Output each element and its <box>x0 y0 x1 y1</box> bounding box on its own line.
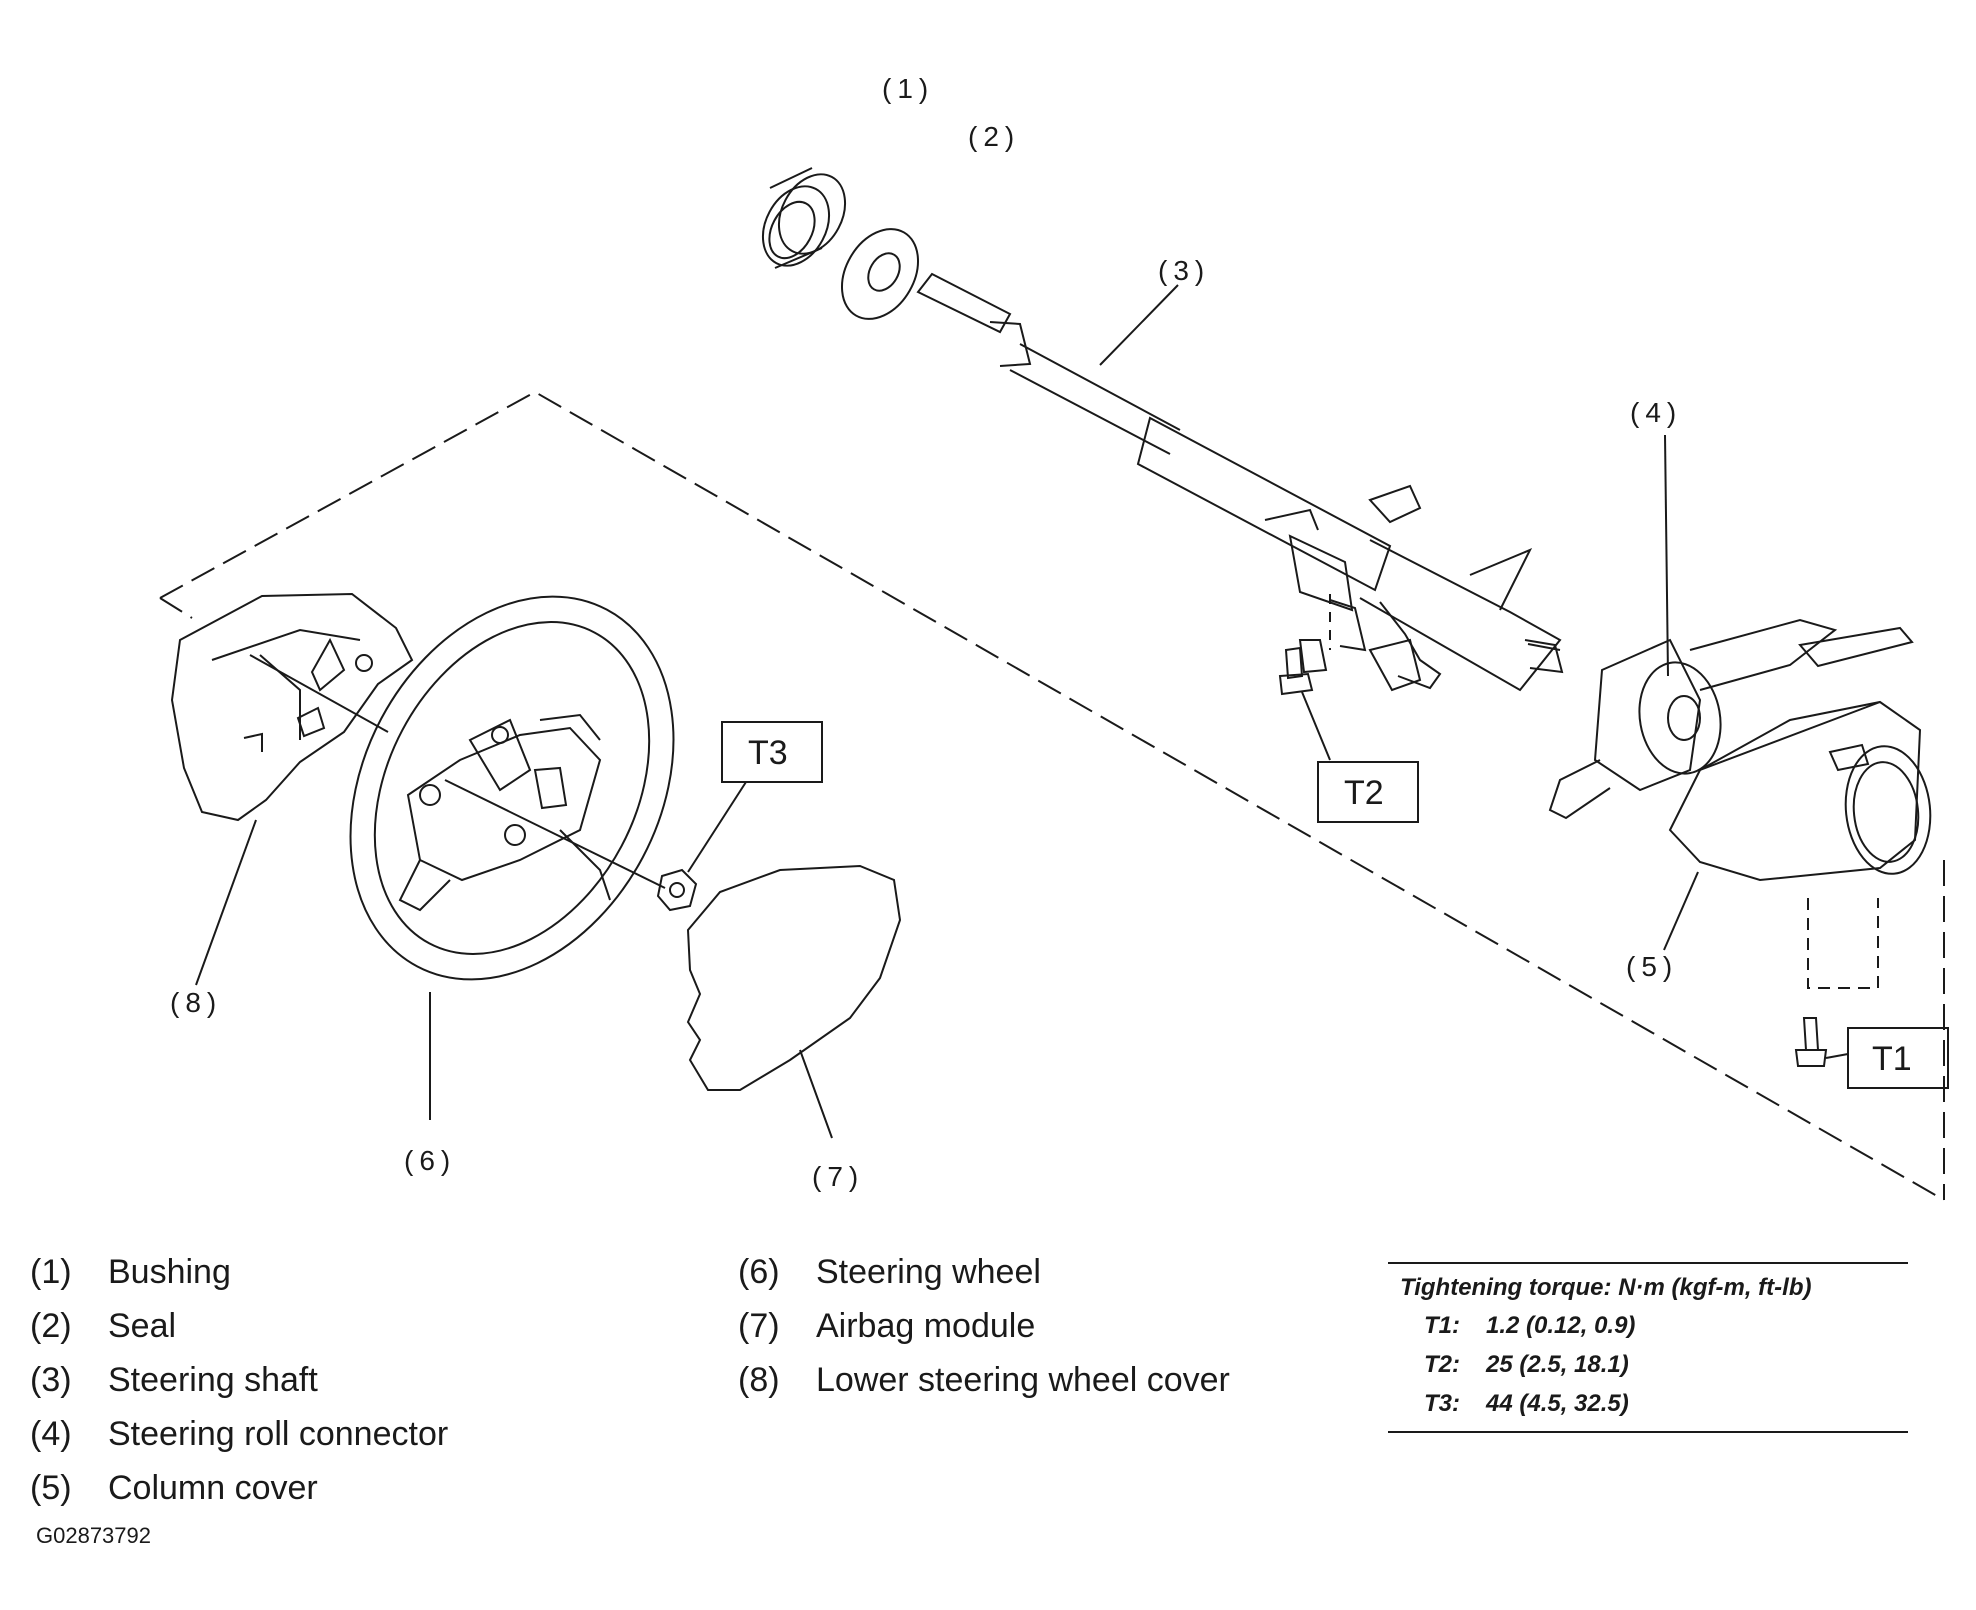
legend-row: (5) Column cover <box>30 1461 448 1515</box>
figure-id: G02873792 <box>36 1523 151 1548</box>
legend-label: Steering roll connector <box>108 1415 449 1453</box>
legend-number: (1) <box>30 1253 72 1291</box>
lower-cover-leader-line <box>195 819 257 986</box>
legend-row: (1) Bushing <box>30 1245 448 1299</box>
callout-3: (3) <box>1158 255 1210 286</box>
roll-connector-leader-line <box>1664 434 1669 677</box>
legend-number: (4) <box>30 1415 72 1453</box>
legend-number: (8) <box>738 1361 780 1399</box>
column-cover-part <box>1668 700 1932 882</box>
callout-1: (1) <box>882 73 934 104</box>
legend-label: Bushing <box>108 1253 231 1291</box>
callout-4: (4) <box>1630 397 1682 428</box>
torque-value: 25 (2.5, 18.1) <box>1486 1351 1629 1378</box>
legend-row: (8) Lower steering wheel cover <box>738 1353 1230 1407</box>
parts-legend-left: (1) Bushing (2) Seal (3) Steering shaft (4)… <box>30 1245 448 1515</box>
torque-row-t2: T2: 25 (2.5, 18.1) <box>1388 1345 1908 1384</box>
t1-box <box>1847 1027 1949 1089</box>
callout-7: (7) <box>812 1161 864 1192</box>
legend-number: (2) <box>30 1307 72 1345</box>
column-cover-dashed-guide <box>1807 898 1879 989</box>
t2-box <box>1317 761 1419 823</box>
legend-number: (6) <box>738 1253 780 1291</box>
callout-2: (2) <box>968 121 1020 152</box>
legend-row: (6) Steering wheel <box>738 1245 1230 1299</box>
t3-label: T3 <box>748 734 788 772</box>
airbag-module-part <box>686 864 902 1091</box>
assembly-dashed-outline <box>159 390 1945 1201</box>
t1-label: T1 <box>1872 1040 1912 1078</box>
legend-number: (3) <box>30 1361 72 1399</box>
torque-row-t1: T1: 1.2 (0.12, 0.9) <box>1388 1306 1908 1345</box>
legend-row: (4) Steering roll connector <box>30 1407 448 1461</box>
callout-8: (8) <box>170 987 222 1018</box>
t3-nut <box>656 868 698 912</box>
torque-value: 1.2 (0.12, 0.9) <box>1486 1312 1636 1339</box>
torque-code: T3: <box>1424 1390 1460 1417</box>
steering-roll-connector-part <box>1548 618 1914 820</box>
legend-number: (5) <box>30 1469 72 1507</box>
legend-label: Steering shaft <box>108 1361 318 1399</box>
tightening-torque-table: Tightening torque: N·m (kgf-m, ft-lb) T1… <box>1388 1262 1908 1433</box>
steering-shaft-part <box>916 272 1564 692</box>
airbag-leader-line <box>799 1049 833 1139</box>
legend-label: Airbag module <box>816 1307 1036 1345</box>
torque-row-t3: T3: 44 (4.5, 32.5) <box>1388 1384 1908 1423</box>
steering-wheel-part <box>349 595 675 981</box>
t1-leader-line <box>1825 1053 1849 1059</box>
seal-part <box>841 228 919 320</box>
callout-6: (6) <box>404 1145 456 1176</box>
t2-bolt <box>1278 646 1314 696</box>
t1-screw <box>1794 1017 1828 1067</box>
legend-label: Steering wheel <box>816 1253 1041 1291</box>
t3-box <box>721 721 823 783</box>
parts-legend-right: (6) Steering wheel (7) Airbag module (8) Lo… <box>738 1245 1230 1407</box>
t3-leader-line <box>687 781 747 873</box>
torque-table-header: Tightening torque: N·m (kgf-m, ft-lb) <box>1400 1274 1812 1301</box>
legend-row: (3) Steering shaft <box>30 1353 448 1407</box>
column-cover-leader-line <box>1663 871 1699 951</box>
bushing-part <box>761 167 847 269</box>
legend-label: Seal <box>108 1307 177 1345</box>
legend-label: Column cover <box>108 1469 318 1507</box>
lower-steering-wheel-cover-part <box>170 592 414 822</box>
torque-code: T1: <box>1424 1312 1460 1339</box>
torque-code: T2: <box>1424 1351 1460 1378</box>
legend-number: (7) <box>738 1307 780 1345</box>
shaft-leader-line <box>1099 284 1179 366</box>
callout-5: (5) <box>1626 951 1678 982</box>
torque-value: 44 (4.5, 32.5) <box>1486 1390 1629 1417</box>
legend-row: (2) Seal <box>30 1299 448 1353</box>
t2-leader-line <box>1301 691 1331 761</box>
legend-row: (7) Airbag module <box>738 1299 1230 1353</box>
t2-label: T2 <box>1344 774 1384 812</box>
assembly-dashed-corner <box>159 597 193 619</box>
legend-label: Lower steering wheel cover <box>816 1361 1230 1399</box>
